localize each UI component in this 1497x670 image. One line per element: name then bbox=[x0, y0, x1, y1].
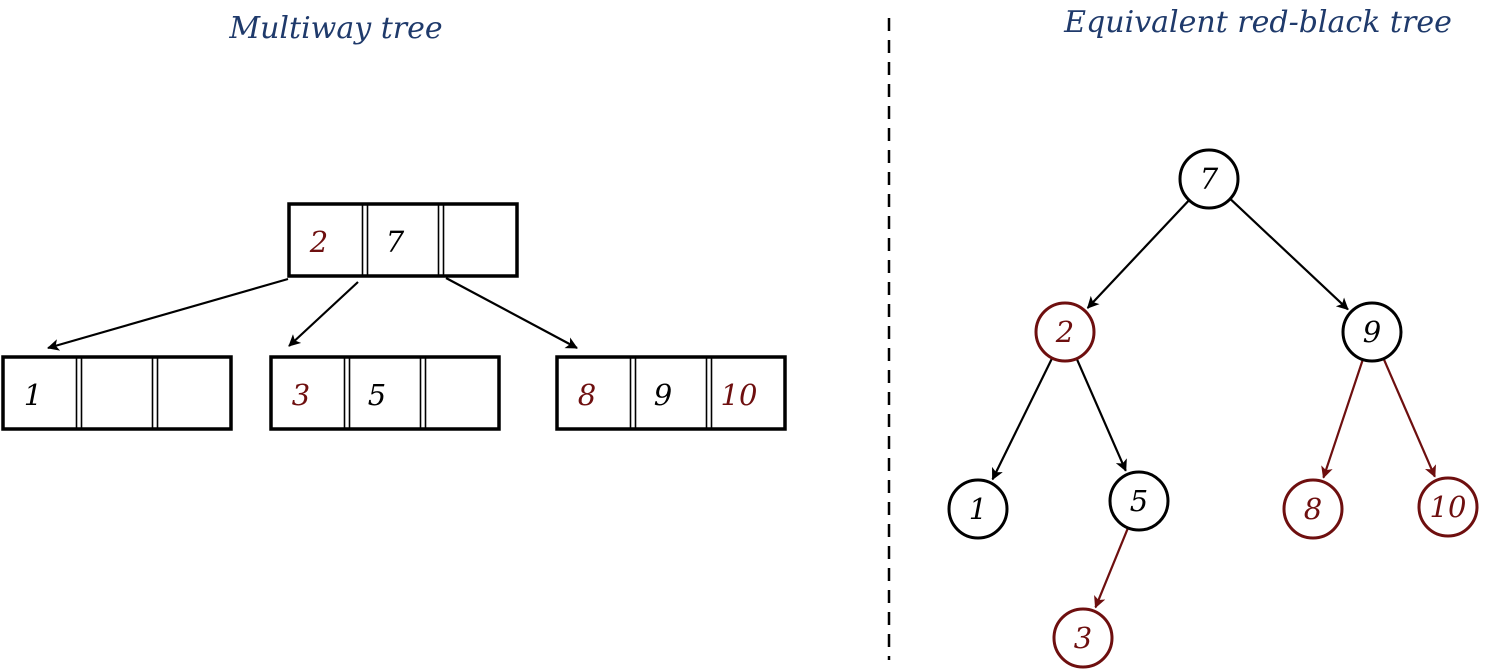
multiway-edge-root-to-child-2 bbox=[288, 281, 359, 347]
red-black-tree-nodes: 7 2 9 1 5 8 10 3 bbox=[947, 148, 1479, 669]
red-black-tree-title: Equivalent red-black tree bbox=[1063, 5, 1452, 40]
rb-edge-n7-n9 bbox=[1229, 198, 1349, 311]
rb-edge-n7-n2 bbox=[1086, 199, 1190, 309]
multiway-child-3-key-8: 8 bbox=[578, 378, 596, 412]
rb-node-9: 9 bbox=[1341, 301, 1403, 363]
rb-node-2-circle bbox=[1034, 301, 1096, 363]
multiway-edge-root-to-child-3 bbox=[445, 277, 578, 349]
rb-node-3-label: 3 bbox=[1074, 621, 1092, 655]
multiway-child-node-3: 8 9 10 bbox=[555, 355, 787, 431]
multiway-child-node-1: 1 bbox=[1, 355, 233, 431]
rb-node-5-label: 5 bbox=[1130, 484, 1148, 518]
rb-node-8: 8 bbox=[1282, 478, 1344, 540]
rb-node-1-label: 1 bbox=[969, 492, 987, 526]
rb-edge-n5-n3 bbox=[1094, 527, 1130, 609]
red-black-tree-edges bbox=[991, 198, 1436, 609]
multiway-child-1-outline bbox=[1, 355, 233, 431]
rb-node-7-circle bbox=[1178, 148, 1240, 210]
rb-node-2: 2 bbox=[1034, 301, 1096, 363]
rb-node-3: 3 bbox=[1052, 607, 1114, 669]
rb-node-5: 5 bbox=[1108, 470, 1170, 532]
rb-node-1: 1 bbox=[947, 478, 1009, 540]
rb-node-9-label: 9 bbox=[1363, 315, 1381, 349]
rb-node-9-circle bbox=[1341, 301, 1403, 363]
multiway-root-key-2: 2 bbox=[309, 225, 328, 259]
rb-node-10: 10 bbox=[1417, 476, 1479, 538]
multiway-root-key-7: 7 bbox=[386, 225, 405, 259]
rb-node-10-circle bbox=[1417, 476, 1479, 538]
multiway-child-3-key-10: 10 bbox=[721, 378, 758, 412]
rb-node-10-label: 10 bbox=[1430, 490, 1467, 524]
rb-edge-n9-n8 bbox=[1321, 359, 1364, 479]
rb-edge-n2-n1 bbox=[991, 357, 1054, 481]
multiway-root-outline bbox=[287, 202, 519, 278]
rb-node-8-label: 8 bbox=[1304, 492, 1322, 526]
multiway-tree-title: Multiway tree bbox=[228, 11, 442, 46]
multiway-child-2-outline bbox=[269, 355, 501, 431]
multiway-child-2-key-5: 5 bbox=[368, 378, 386, 412]
rb-edge-n9-n10 bbox=[1382, 358, 1436, 478]
rb-node-1-circle bbox=[947, 478, 1009, 540]
rb-node-7: 7 bbox=[1178, 148, 1240, 210]
rb-node-8-circle bbox=[1282, 478, 1344, 540]
multiway-child-2-key-3: 3 bbox=[292, 378, 310, 412]
rb-node-5-circle bbox=[1108, 470, 1170, 532]
rb-node-2-label: 2 bbox=[1055, 315, 1074, 349]
multiway-edge-root-to-child-1 bbox=[47, 277, 289, 351]
multiway-tree-edges bbox=[47, 277, 578, 351]
multiway-child-3-key-9: 9 bbox=[654, 378, 672, 412]
multiway-child-3-outline bbox=[555, 355, 787, 431]
rb-edge-n2-n5 bbox=[1075, 358, 1127, 472]
rb-node-7-label: 7 bbox=[1200, 162, 1219, 196]
multiway-child-1-key-1: 1 bbox=[24, 378, 42, 412]
rb-node-3-circle bbox=[1052, 607, 1114, 669]
